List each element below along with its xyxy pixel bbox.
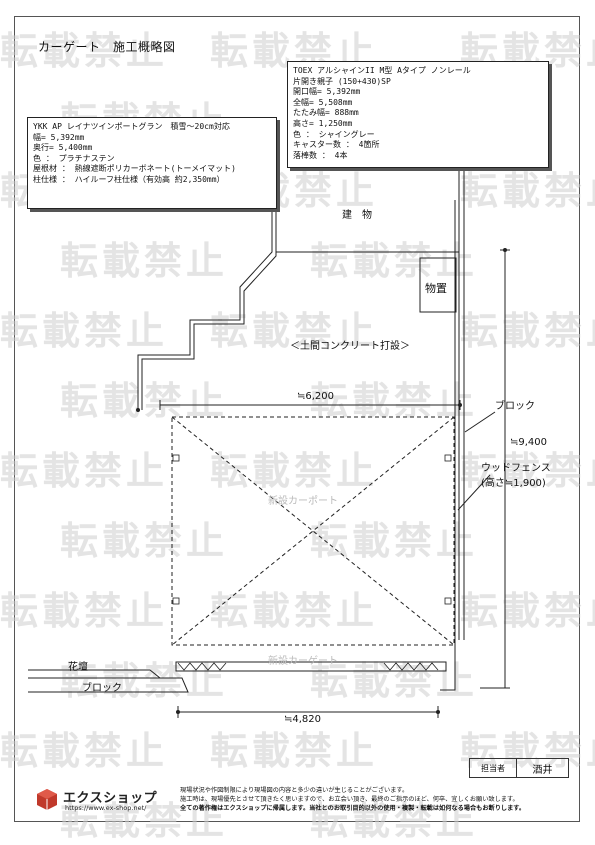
spec-line: 色 ： プラチナステン [33, 153, 115, 163]
dim-bottom-label: ≒4,820 [284, 714, 322, 725]
drawing-title: カーゲート 施工概略図 [38, 40, 176, 54]
building-outline-outer [137, 210, 273, 410]
watermark-text: 転載禁止 [310, 659, 479, 703]
spec-line: 高さ= 1,250mm [293, 118, 353, 128]
logo-url: https://www.ex-shop.net/ [65, 804, 147, 812]
watermark-text: 転載禁止 [0, 29, 169, 73]
watermark-text: 転載禁止 [310, 519, 479, 563]
dim-depth-label: ≒9,400 [510, 437, 548, 448]
spec-line: 奥行= 5,400mm [33, 143, 93, 153]
watermark-text: 転載禁止 [60, 239, 229, 283]
spec-line: 落棒数 ： 4本 [293, 150, 348, 160]
logo-box-icon [37, 789, 57, 810]
storage-label: 物置 [425, 282, 447, 295]
post-marker [172, 454, 180, 462]
new-carport-label: 新設カーポート [268, 496, 338, 507]
watermark-text: 転載禁止 [210, 729, 379, 773]
watermark-text: 転載禁止 [460, 309, 595, 353]
watermark-text: 転載禁止 [0, 449, 169, 493]
spec-line: 屋根材 ： 熱線遮断ポリカーボネート(トーメイマット) [33, 164, 236, 174]
drawing-frame [14, 16, 580, 822]
watermark-text: 転載禁止 [0, 729, 169, 773]
spec-line: キャスター数 ： 4箇所 [293, 140, 380, 150]
building-label: 建 物 [342, 210, 372, 221]
spec-line: TOEX アルシャインII M型 Aタイプ ノンレール [293, 66, 471, 75]
watermark-text: 転載禁止 [460, 449, 595, 493]
watermark-text: 転載禁止 [0, 309, 169, 353]
post-marker [172, 597, 180, 605]
gate-casters [177, 662, 439, 671]
gate-zigzag [177, 662, 227, 671]
spec-line: 開口幅= 5,392mm [293, 87, 361, 97]
spec-line: 幅= 5,392mm [33, 132, 85, 142]
spec-line: YKK AP レイナツインポートグラン 積雪〜20cm対応 [33, 122, 230, 131]
flower-bed-outline [28, 669, 161, 679]
spec-line: 柱仕様 ： ハイルーフ柱仕様（有効高 約2,350mm） [33, 174, 225, 184]
block-outline [28, 677, 189, 693]
carport-diagonal-1 [171, 416, 455, 646]
watermark-text: 転載禁止 [210, 309, 379, 353]
new-carport-gate-label: 新設カーゲート [268, 656, 338, 667]
watermark-text: 転載禁止 [0, 589, 169, 633]
leader-fence [457, 474, 491, 511]
note-line: 全ての著作権はエクスショップに帰属します。当社とのお取引目的以外の使用・複製・転… [180, 805, 526, 812]
carport-spec-box: YKK AP レイナツインポートグラン 積雪〜20cm対応 幅= 5,392mm… [27, 117, 277, 209]
watermark-text: 転載禁止 [60, 659, 229, 703]
post-marker [444, 597, 452, 605]
spec-line: 全幅= 5,508mm [293, 97, 353, 107]
block-bottom-label: ブロック [82, 683, 122, 694]
wood-fence-label: ウッドフェンス [481, 463, 551, 474]
watermark-text: 転載禁止 [460, 169, 595, 213]
post-marker [444, 454, 452, 462]
spec-line: 片開き親子 (150+430)SP [293, 76, 391, 86]
storage-box [419, 257, 457, 313]
logo-name: エクスショップ [63, 791, 158, 806]
leader-block [464, 411, 496, 433]
person-in-charge: 担当者 酒井 [469, 758, 569, 778]
watermark-text: 転載禁止 [310, 379, 479, 423]
person-label: 担当者 [470, 759, 517, 777]
watermark-text: 転載禁止 [460, 729, 595, 773]
spec-line: たたみ幅= 888mm [293, 108, 359, 118]
flower-bed-label: 花壇 [68, 662, 88, 673]
note-line: 施工時は、現場優先とさせて頂きたく思いますので、お立会い頂き、最終のご指示のほど… [180, 796, 519, 803]
gate-spec-box: TOEX アルシャインII M型 Aタイプ ノンレール 片開き親子 (150+4… [287, 61, 549, 168]
watermark-text: 転載禁止 [210, 589, 379, 633]
watermark-text: 転載禁止 [310, 239, 479, 283]
person-name: 酒井 [532, 764, 553, 776]
gate-zigzag [383, 662, 439, 671]
exshop-logo: エクスショップ https://www.ex-shop.net/ [35, 785, 163, 815]
footer-notes: 現場状況や作図制限により現場図の内容と多少の違いが生じることがございます。 施工… [180, 786, 560, 813]
watermark-text: 転載禁止 [60, 799, 229, 843]
watermark-text: 転載禁止 [60, 519, 229, 563]
carport-roof [171, 416, 455, 646]
watermark-text: 転載禁止 [460, 589, 595, 633]
watermark-text: 転載禁止 [310, 799, 479, 843]
spec-line: 色 ： シャイングレー [293, 129, 375, 139]
note-line: 現場状況や作図制限により現場図の内容と多少の違いが生じることがございます。 [180, 787, 409, 794]
concrete-label: ＜土間コンクリート打設＞ [290, 341, 410, 352]
building-outline-inner [141, 210, 277, 410]
carport-diagonal-2 [171, 416, 455, 646]
wood-fence-height-label: (高さ≒1,900) [481, 478, 546, 489]
watermark-text: 転載禁止 [210, 449, 379, 493]
block-right-label: ブロック [495, 401, 535, 412]
dim-width-label: ≒6,200 [297, 391, 335, 402]
